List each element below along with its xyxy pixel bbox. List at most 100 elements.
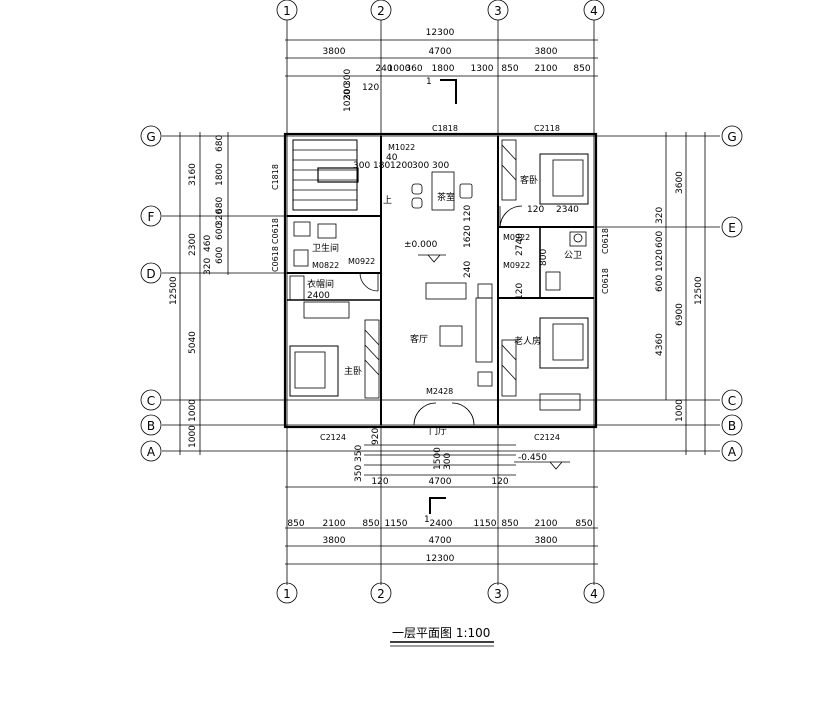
dim-bottom-detail-8: 2100	[535, 519, 558, 529]
dim-stair-d-3: 1200	[390, 161, 413, 171]
room-bathroom: 卫生间	[312, 242, 339, 254]
dim-interior-4: 120	[463, 205, 473, 222]
dim-left-outer-1: 3160	[188, 163, 198, 186]
dim-top-bay-1: 3800	[323, 47, 346, 57]
dim-step-3: 920	[371, 428, 381, 445]
dim-bottom-detail-4: 1150	[385, 519, 408, 529]
section-mark-top: 1	[426, 77, 432, 87]
axis-label-e-right: E	[728, 221, 736, 235]
dim-right-inner-4: 1020	[655, 249, 665, 272]
room-elder-room: 老人房	[514, 335, 541, 347]
opening-c0618-r1: C0618	[601, 228, 610, 254]
room-master-bedroom: 主卧	[344, 365, 362, 377]
axis-label-d-left: D	[146, 267, 155, 281]
drawing-title: 一层平面图 1:100	[392, 626, 490, 640]
axis-label-1-top: 1	[283, 4, 291, 18]
opening-c2124-left: C2124	[320, 433, 346, 442]
dim-bottom-detail-9: 850	[575, 519, 592, 529]
dim-top-total: 12300	[426, 28, 455, 38]
axis-label-2-top: 2	[377, 4, 385, 18]
dim-left-inner-8: 320	[203, 258, 213, 275]
dim-interior-7: 2740	[515, 233, 525, 256]
axis-label-4-bottom: 4	[590, 587, 598, 601]
dim-interior-10: 120	[362, 83, 379, 93]
room-entrance: 门厅	[429, 425, 447, 437]
axis-label-g-right: G	[727, 130, 736, 144]
axis-label-3-bottom: 3	[494, 587, 502, 601]
dim-interior-2: 2340	[556, 205, 579, 215]
dim-bottom-bay-1: 3800	[323, 536, 346, 546]
axis-label-1-bottom: 1	[283, 587, 291, 601]
dim-bottom-detail-2: 2100	[323, 519, 346, 529]
room-living-room: 客厅	[410, 333, 428, 345]
axis-label-c-left: C	[147, 394, 155, 408]
opening-m0922-r2: M0922	[503, 261, 530, 270]
opening-c1818-side: C1818	[271, 164, 280, 190]
dim-left-outer-5: 1000	[188, 425, 198, 448]
dim-bottom-bay-3: 3800	[535, 536, 558, 546]
dim-top-bay-3: 3800	[535, 47, 558, 57]
floor-elevation: ±0.000	[404, 240, 438, 250]
axis-label-b-left: B	[147, 419, 155, 433]
axis-label-f-left: F	[148, 210, 155, 224]
opening-m2428: M2428	[426, 387, 453, 396]
dim-bottom-detail-3: 850	[362, 519, 379, 529]
dim-stair-v-2: 300	[343, 69, 353, 86]
dim-right-sub: 6900	[675, 303, 685, 326]
dim-entry-side-right: 120	[491, 477, 508, 487]
dim-interior-8: 800	[539, 249, 549, 266]
dim-top-detail-7: 2100	[535, 64, 558, 74]
dim-right-inner-5: 600	[655, 275, 665, 292]
opening-m1022: M1022	[388, 143, 415, 152]
dim-interior-11: 40	[386, 153, 398, 163]
dim-left-inner-4: 320	[215, 209, 225, 226]
dim-top-detail-6: 850	[501, 64, 518, 74]
dim-top-detail-3: 360	[405, 64, 422, 74]
dim-bottom-detail-1: 850	[287, 519, 304, 529]
dim-left-inner-3: 680	[215, 197, 225, 214]
axis-label-3-top: 3	[494, 4, 502, 18]
dim-right-inner-2: 320	[655, 207, 665, 224]
axis-label-2-bottom: 2	[377, 587, 385, 601]
dim-top-detail-8: 850	[573, 64, 590, 74]
room-cloakroom: 衣帽间	[307, 278, 334, 290]
room-public-bath: 公卫	[564, 250, 582, 261]
dim-step-1: 350	[354, 465, 364, 482]
stair-up-label: 上	[383, 195, 392, 206]
opening-m0822: M0822	[312, 261, 339, 270]
dim-bottom-bay-2: 4700	[429, 536, 452, 546]
axis-label-g-left: G	[146, 130, 155, 144]
dim-left-outer-4: 1000	[188, 399, 198, 422]
axis-label-4-top: 4	[590, 4, 598, 18]
axis-label-c-right: C	[728, 394, 736, 408]
dim-interior-9: 2400	[307, 291, 330, 301]
dim-interior-6: 120	[515, 283, 525, 300]
dim-left-inner-5: 600	[215, 223, 225, 240]
opening-c0618-left2: C0618	[271, 246, 280, 272]
axis-label-b-right: B	[728, 419, 736, 433]
opening-c1818-top: C1818	[432, 124, 458, 133]
dim-right-inner-6: 4360	[655, 333, 665, 356]
section-mark-bottom: 1	[424, 515, 430, 525]
opening-c0618-r2: C0618	[601, 268, 610, 294]
dim-left-inner-1: 680	[215, 135, 225, 152]
dim-stair-d-1: 300	[353, 161, 370, 171]
dim-right-inner-3: 600	[655, 231, 665, 248]
dim-step-5: 300	[443, 453, 453, 470]
opening-m0922-left: M0922	[348, 257, 375, 266]
dim-top-detail-4: 1800	[432, 64, 455, 74]
dim-top-detail-2: 1000	[388, 64, 411, 74]
dim-interior-5: 240	[463, 261, 473, 278]
dim-top-detail-5: 1300	[471, 64, 494, 74]
room-guest-bedroom: 客卧	[520, 174, 538, 186]
dim-entry-width: 4700	[429, 477, 452, 487]
dim-bottom-detail-5: 2400	[430, 519, 453, 529]
dim-stair-d-2: 180	[373, 161, 390, 171]
dim-left-total: 12500	[169, 276, 179, 305]
axis-label-a-right: A	[728, 445, 737, 459]
dim-stair-d-4: 300	[412, 161, 429, 171]
opening-c2124-right: C2124	[534, 433, 560, 442]
dim-stair-v-3: 300	[343, 83, 353, 100]
dim-left-inner-6: 460	[203, 235, 213, 252]
